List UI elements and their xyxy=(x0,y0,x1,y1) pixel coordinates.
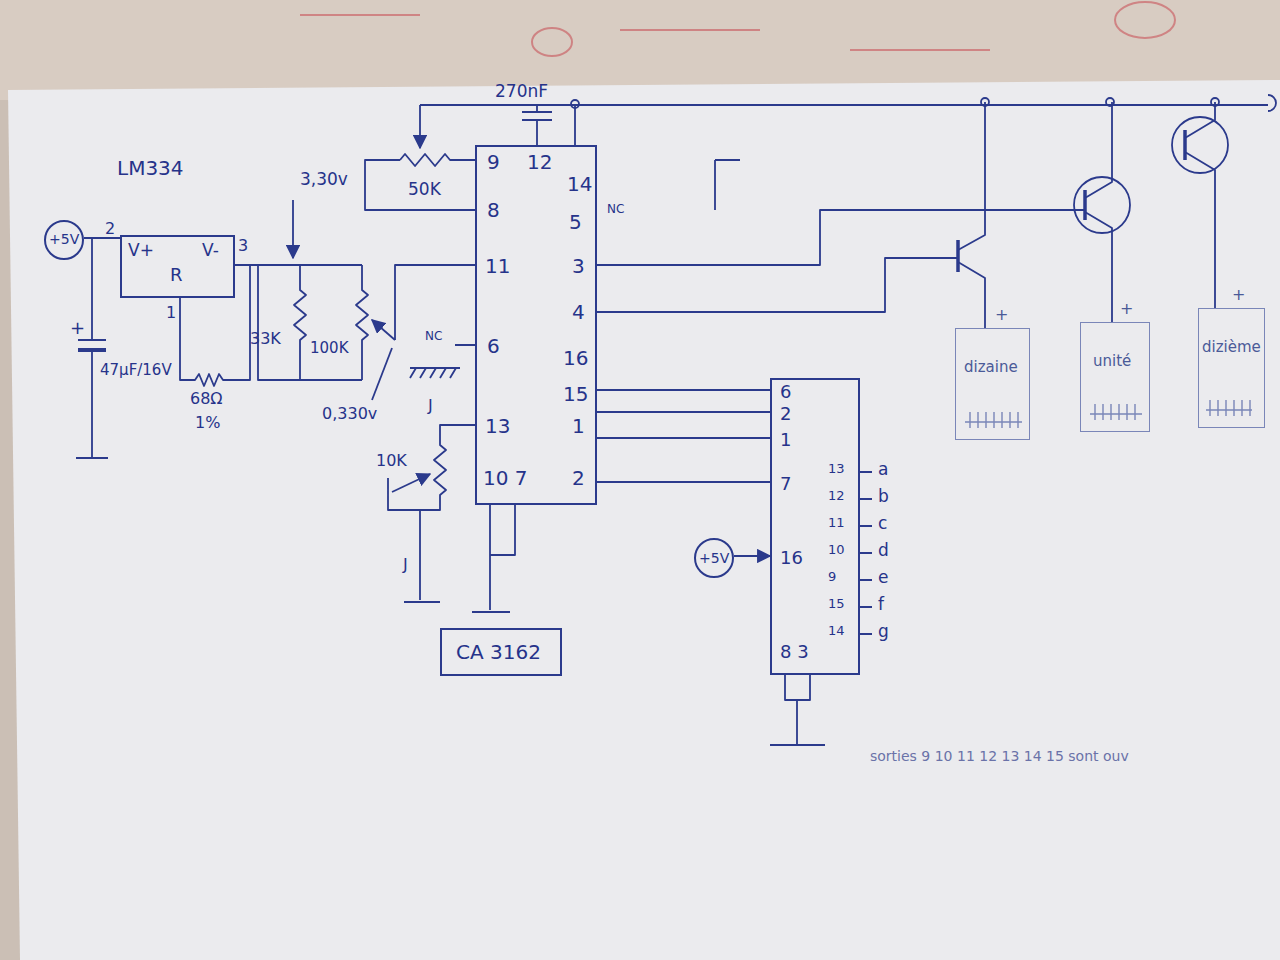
display-box: dizième xyxy=(1198,308,1265,428)
segment-name: e xyxy=(878,568,888,588)
wire xyxy=(597,437,770,439)
decoder-box: 62 1 7 16 8 3 xyxy=(770,378,860,675)
pin-number: 14 xyxy=(567,173,592,196)
annotation: J xyxy=(428,397,433,415)
wire xyxy=(597,411,770,413)
pin-number: 11 xyxy=(828,516,845,531)
segment-name: c xyxy=(878,514,887,534)
pin-number: 13 xyxy=(828,462,845,477)
segment-name: d xyxy=(878,541,889,561)
wire xyxy=(597,481,770,483)
pin-number: 2 xyxy=(780,404,791,425)
node-text: CA 3162 xyxy=(456,641,541,664)
regulator-box: LM334V+RV- xyxy=(120,235,235,298)
pin-number: 16 xyxy=(780,548,803,569)
pin-number: 6 xyxy=(780,382,791,403)
pin-number: 2 xyxy=(572,467,585,490)
pin-number: 15 xyxy=(563,383,588,406)
annotation: 2 xyxy=(105,220,115,238)
wires xyxy=(76,95,1276,745)
pin-number: 1 xyxy=(780,430,791,451)
pin-number: 6 xyxy=(487,335,500,358)
annotation: + xyxy=(70,318,85,339)
pin-number: 8 xyxy=(487,199,500,222)
segment-name: a xyxy=(878,460,888,480)
annotation: J xyxy=(403,556,408,574)
pin-number: 1 xyxy=(572,415,585,438)
annotation: + xyxy=(995,306,1008,324)
pin-number: 8 3 xyxy=(780,642,809,663)
annotation: 47µF/16V xyxy=(100,362,172,379)
annotation: 3 xyxy=(238,237,248,255)
pin-number: 3 xyxy=(572,255,585,278)
wire xyxy=(597,389,770,391)
ic-label-box: CA 3162 xyxy=(440,628,562,676)
node-text: +5V xyxy=(699,550,729,566)
pin-number: 5 xyxy=(569,211,582,234)
annotation: 0,330v xyxy=(322,405,377,423)
segment-name: b xyxy=(878,487,889,507)
segment-name: f xyxy=(878,595,884,615)
node-text: dizième xyxy=(1202,339,1261,356)
node-text: R xyxy=(170,265,183,286)
node-text: V- xyxy=(202,241,219,261)
display-box: dizaine xyxy=(955,328,1030,440)
node-text: +5V xyxy=(49,231,79,247)
pin-number: 10 xyxy=(828,543,845,558)
pin-number: 13 xyxy=(485,415,510,438)
node-text: dizaine xyxy=(964,359,1018,376)
annotation: 33K xyxy=(250,330,281,348)
annotation: 270nF xyxy=(495,82,548,102)
annotation: NC xyxy=(425,330,442,344)
supply-circle: +5V xyxy=(44,220,84,260)
segment-name: g xyxy=(878,622,889,642)
annotation: + xyxy=(1120,300,1133,318)
node-text: V+ xyxy=(128,241,154,261)
pin-number: 10 7 xyxy=(483,467,528,490)
pin-number: 15 xyxy=(828,597,845,612)
pin-number: 4 xyxy=(572,301,585,324)
display-box: unité xyxy=(1080,322,1150,432)
annotation: NC xyxy=(607,203,624,217)
pin-number: 7 xyxy=(780,474,791,495)
node-text: unité xyxy=(1093,353,1131,370)
annotation: 1 xyxy=(166,304,176,322)
calendar-marks xyxy=(300,2,1175,56)
wire xyxy=(734,555,770,557)
pin-number: 9 xyxy=(487,151,500,174)
annotation: + xyxy=(1232,286,1245,304)
ic-box: 9 12 14 8 5 11 3 4 6 16 15 13 1 10 7 2 xyxy=(475,145,597,505)
pin-number: 14 xyxy=(828,624,845,639)
display-pins xyxy=(965,400,1252,428)
pin-number: 9 xyxy=(828,570,836,585)
annotation: 1% xyxy=(195,414,220,432)
annotation: 68Ω xyxy=(190,390,223,408)
pin-number: 16 xyxy=(563,347,588,370)
pin-number: 12 xyxy=(828,489,845,504)
annotation: 10K xyxy=(376,452,407,470)
supply-circle: +5V xyxy=(694,538,734,578)
part-name: LM334 xyxy=(117,157,184,180)
annotation: 100K xyxy=(310,340,348,357)
paper-sheet xyxy=(8,80,1280,960)
annotation: 3,30v xyxy=(300,170,348,190)
handwritten-note: sorties 9 10 11 12 13 14 15 sont ouv xyxy=(870,748,1129,764)
pin-number: 11 xyxy=(485,255,510,278)
annotation: 50K xyxy=(408,180,441,200)
pin-number: 12 xyxy=(527,151,552,174)
